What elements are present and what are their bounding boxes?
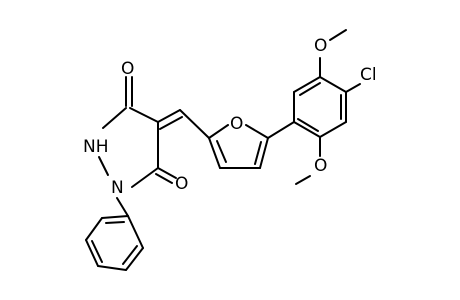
bond-p4-p5 [97,265,127,271]
atom-labels: O NH N O O O Cl O [83,36,377,198]
atom-o-furan: O [230,114,243,134]
bond-c3f-c2f-double [216,140,227,163]
bond-c5f-c4f-double [254,141,262,165]
bond-p2-p3 [85,217,103,241]
bond-p1-p2-double [105,221,125,224]
bond-p3-p4-double [91,240,103,263]
atom-o2-carbonyl: O [175,174,188,194]
bond-a2-a3-double [299,82,321,96]
bond-a3-a4 [319,76,347,93]
bond-p1-p2 [101,215,129,219]
bond-c3f-c2f [208,137,221,169]
atom-nh: NH [83,137,109,157]
bond-nh-n1 [98,156,109,176]
bond-a4-cl [345,83,361,93]
bond-a6-a1-double [297,118,319,132]
bonds [85,29,361,271]
bond-o4-me [295,175,311,185]
bond-a2-a3 [293,76,321,93]
bond-n1-c5 [131,167,159,188]
bond-o3-me [329,29,347,41]
atom-o1-carbonyl: O [121,59,134,79]
bond-c5f-aryl [267,121,295,139]
atom-cl: Cl [360,65,377,85]
bond-n1-ph [116,197,129,217]
bond-c2f-ofuran [208,124,229,139]
atom-o4-methoxy: O [314,156,327,176]
bond-ch-c2f [179,109,210,139]
bond-p5-p6 [125,247,144,271]
bond-p6-p1 [127,215,144,249]
bond-c4-ch [157,109,181,123]
bond-c5f-c4f [259,137,269,169]
bond-c5-o2 [157,167,177,179]
bond-a5-a6 [319,121,347,138]
bond-c4-ch-double [159,116,183,130]
bond-c3-nh [102,107,127,129]
bond-p5-p6-double [122,245,138,265]
bond-ofuran-c5f [245,124,269,139]
atom-n1: N [111,178,124,198]
bond-c5-o2-double [155,173,173,184]
bond-a6-a1 [293,121,321,138]
bond-c4-c3 [129,107,159,123]
bond-p3-p4 [85,239,99,267]
atom-o3-methoxy: O [314,36,327,56]
